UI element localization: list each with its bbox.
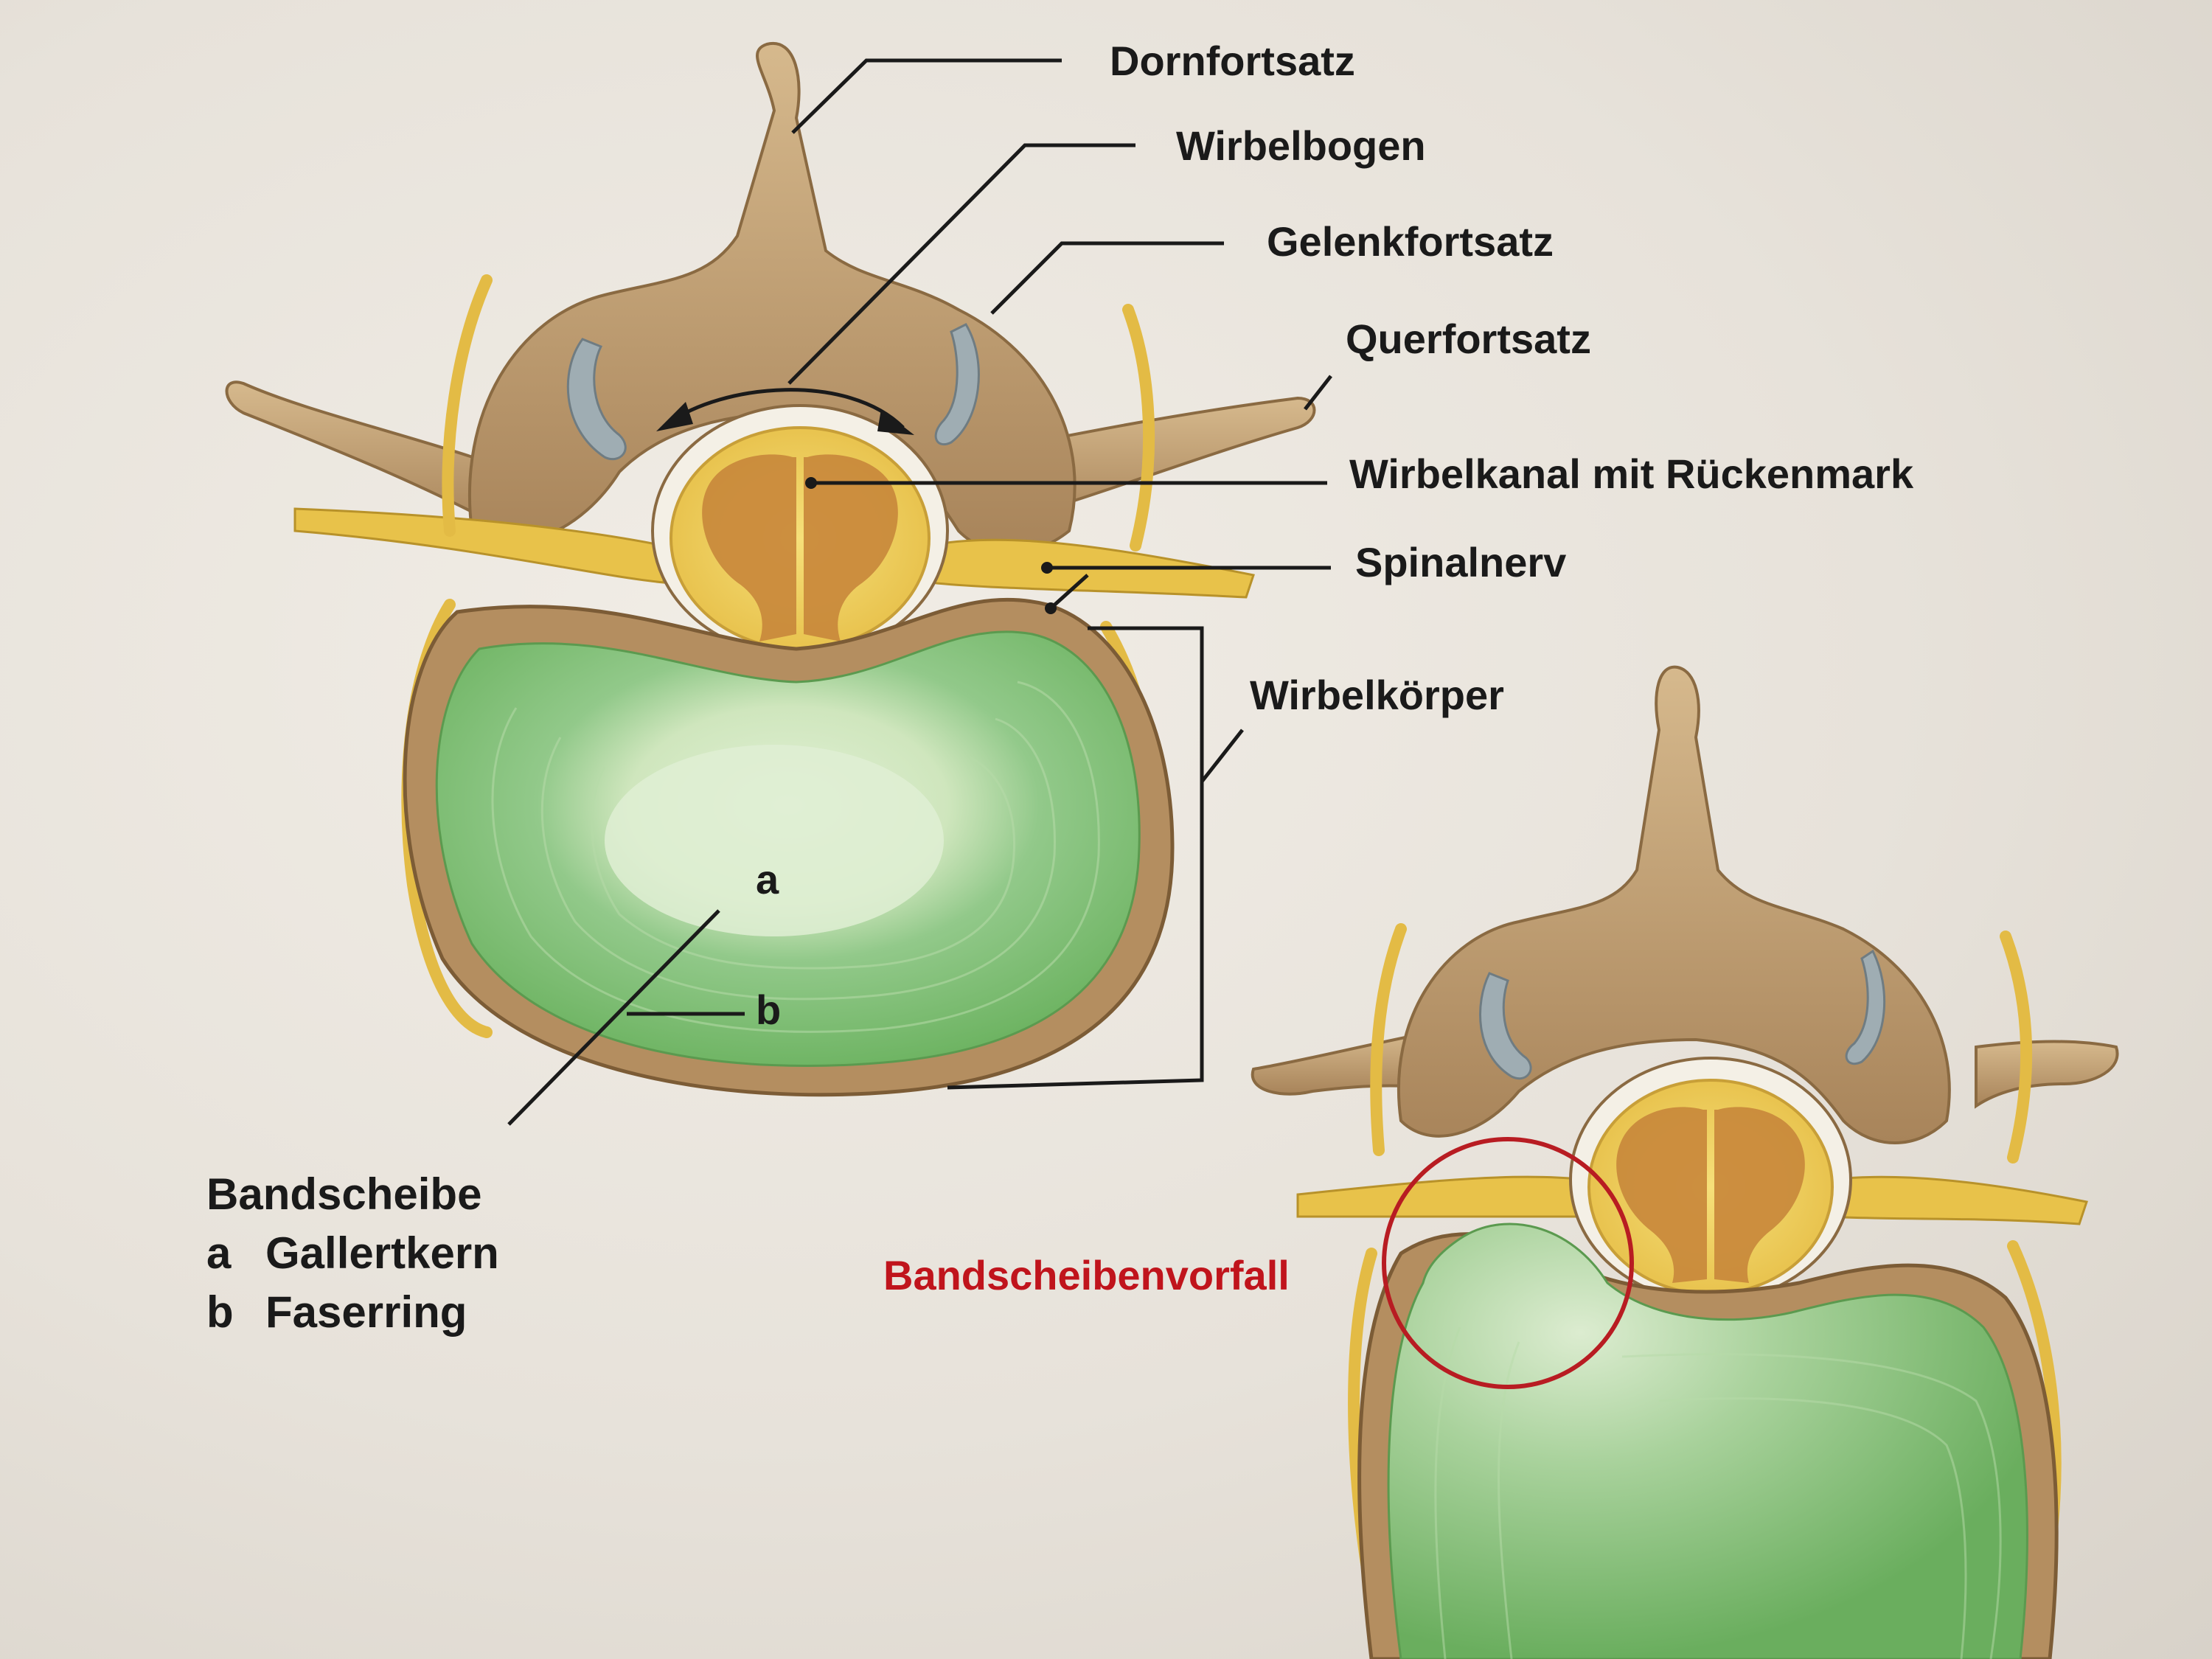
vertebral-arch (467, 41, 1077, 554)
legend-key-b: b (206, 1287, 234, 1337)
annulus-fibers (491, 681, 1100, 1033)
articular-cartilage-right (934, 323, 980, 446)
spinal-nerve-right-2 (1827, 1175, 2088, 1225)
spinal-nerve-left (293, 507, 665, 584)
leader-wirbelkoerper (1200, 728, 1244, 783)
grey-matter (702, 454, 898, 641)
label-wirbelkanal: Wirbelkanal mit Rückenmark (1349, 451, 1914, 497)
leader-lines (507, 58, 1332, 1126)
legend-item-a: a Gallertkern (206, 1224, 499, 1283)
arch-arrow (666, 388, 905, 429)
label-wirbelbogen: Wirbelbogen (1176, 122, 1426, 169)
arrow-head-left (656, 402, 693, 431)
articular-cartilage-right-2 (1845, 949, 1886, 1065)
leader-gelenkfortsatz (990, 241, 1224, 315)
vertebra-herniated (1251, 665, 2119, 1659)
herniated-disc (1387, 1222, 2028, 1659)
label-wirbelkoerper: Wirbelkörper (1250, 672, 1504, 718)
vertebra-healthy (225, 41, 1316, 1097)
nucleus-pulposus (605, 745, 944, 936)
leader-bandscheibe (507, 909, 720, 1126)
disc-legend: Bandscheibe a Gallertkern b Faserring (206, 1165, 499, 1342)
leader-wirbelbogen (787, 143, 1135, 385)
legend-text-b: Faserring (265, 1287, 467, 1337)
vertebral-arch-2 (1397, 665, 1951, 1144)
transverse-process-right-2 (1975, 1040, 2119, 1109)
leader-querfortsatz (1304, 375, 1332, 411)
label-bandscheibenvorfall: Bandscheibenvorfall (883, 1252, 1290, 1298)
legend-title: Bandscheibe (206, 1169, 482, 1219)
dot-spinalnerv (1041, 562, 1053, 574)
marker-b: b (756, 987, 782, 1033)
leader-spinalnerv-2 (1049, 574, 1089, 610)
arrow-heads (656, 402, 1057, 614)
dot-wirbelkanal (805, 477, 817, 489)
arrow-head-right (877, 409, 914, 435)
label-spinalnerv: Spinalnerv (1355, 539, 1567, 585)
annulus-fibers-2 (1434, 1326, 2002, 1659)
label-querfortsatz: Querfortsatz (1346, 316, 1591, 362)
legend-key-a: a (206, 1228, 232, 1278)
grey-matter-2 (1616, 1107, 1805, 1283)
articular-cartilage-left (566, 338, 627, 461)
marker-a: a (756, 856, 779, 902)
leader-dornfortsatz (791, 58, 1062, 134)
bracket-wirbelkoerper (947, 626, 1204, 1090)
herniation-highlight-circle (1382, 1137, 1634, 1389)
articular-cartilage-left-2 (1479, 972, 1532, 1080)
spinal-nerve-left-2 (1296, 1175, 1587, 1218)
label-dornfortsatz: Dornfortsatz (1110, 38, 1355, 84)
legend-item-b: b Faserring (206, 1283, 499, 1342)
label-gelenkfortsatz: Gelenkfortsatz (1267, 218, 1554, 265)
dot-spinalnerv-2 (1045, 602, 1057, 614)
legend-text-a: Gallertkern (265, 1228, 499, 1278)
